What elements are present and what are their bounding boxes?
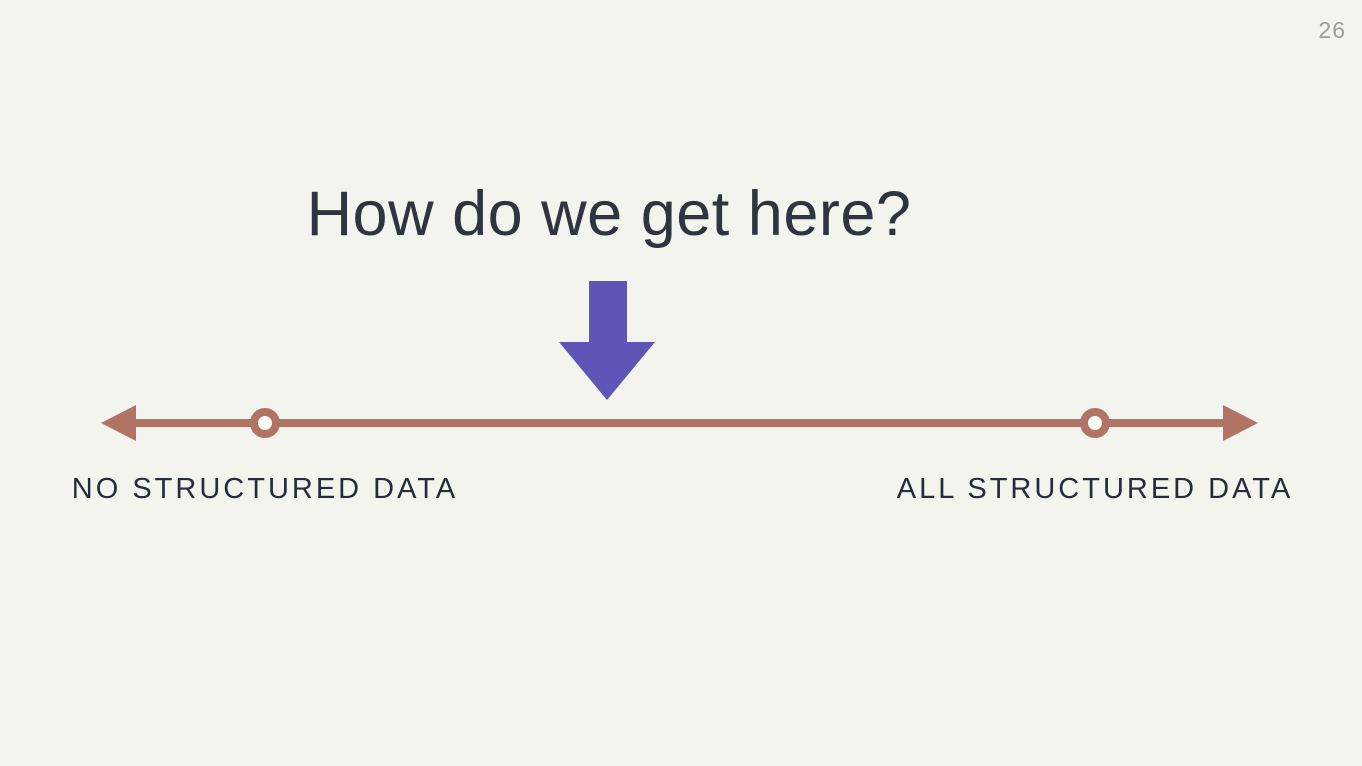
right-axis-label: ALL STRUCTURED DATA: [896, 473, 1294, 505]
left-axis-label: NO STRUCTURED DATA: [71, 473, 459, 505]
left-arrowhead-icon: [101, 405, 136, 441]
right-point-marker: [1080, 408, 1110, 438]
spectrum-axis: [101, 405, 1258, 441]
right-arrowhead-icon: [1223, 405, 1258, 441]
down-arrow-icon: [559, 281, 655, 400]
slide-title: How do we get here?: [306, 179, 912, 249]
page-number: 26: [1318, 17, 1346, 43]
left-point-marker: [250, 408, 280, 438]
